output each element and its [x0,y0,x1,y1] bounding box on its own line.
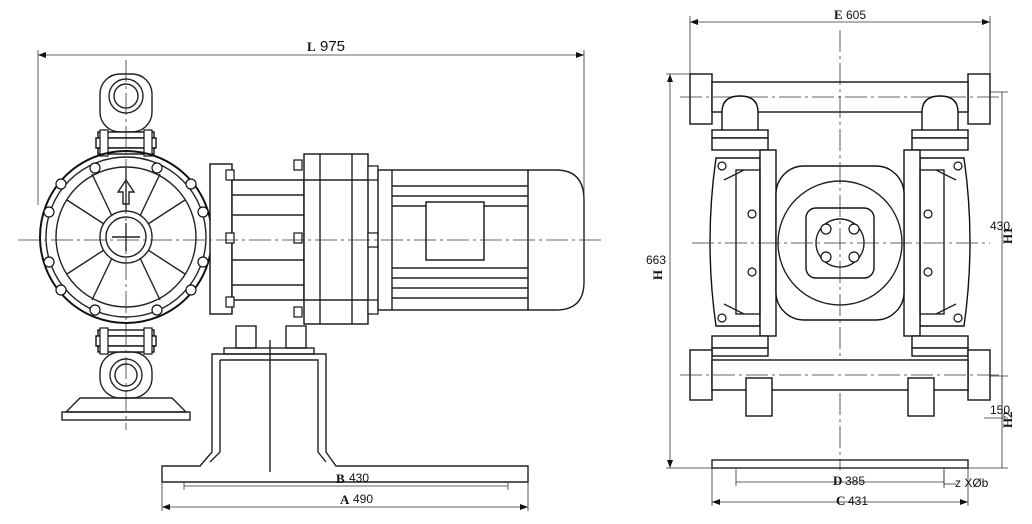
side-view: L 975 [18,38,604,511]
dim-h1-value: 430 [990,219,1010,233]
dim-b-value: 430 [349,471,369,485]
hole-callout: z XØb [943,470,989,490]
dim-h2-letter: H2 [1000,411,1015,428]
dim-a-letter: A [340,492,350,507]
front-base-plate [711,459,969,469]
bottom-manifold [680,335,1000,417]
dim-l-value: 975 [320,38,345,55]
dim-h-value: 663 [646,253,666,267]
dim-b-letter: B [336,471,345,486]
dimension-l: L 975 [37,38,585,205]
dimension-h: 663 H [646,73,720,469]
dim-c-value: 431 [848,494,868,508]
dim-d-letter: D [833,473,842,488]
dim-c-letter: C [836,493,845,508]
front-view: E 605 663 H 430 H1 150 H2 [646,7,1015,508]
coupling-housing [209,153,379,325]
dimension-a: A 490 [161,482,529,511]
dim-a-value: 490 [353,492,373,506]
dim-h2-value: 150 [990,403,1010,417]
dim-h-letter: H [650,270,665,280]
hole-label: z XØb [955,476,989,490]
dimension-d: D 385 [735,468,945,488]
dim-d-value: 385 [845,474,865,488]
dim-l-letter: L [307,39,316,54]
stand [161,325,529,483]
top-manifold [680,73,1000,151]
dim-e-value: 605 [846,8,866,22]
right-chamber [903,149,971,337]
dimension-c: C 431 [711,468,969,508]
dim-e-letter: E [834,7,843,22]
dimension-h1: 430 H1 [984,91,1015,419]
dimension-b: B 430 [183,471,509,490]
dim-h1-letter: H1 [1000,227,1015,244]
motor [377,169,585,311]
